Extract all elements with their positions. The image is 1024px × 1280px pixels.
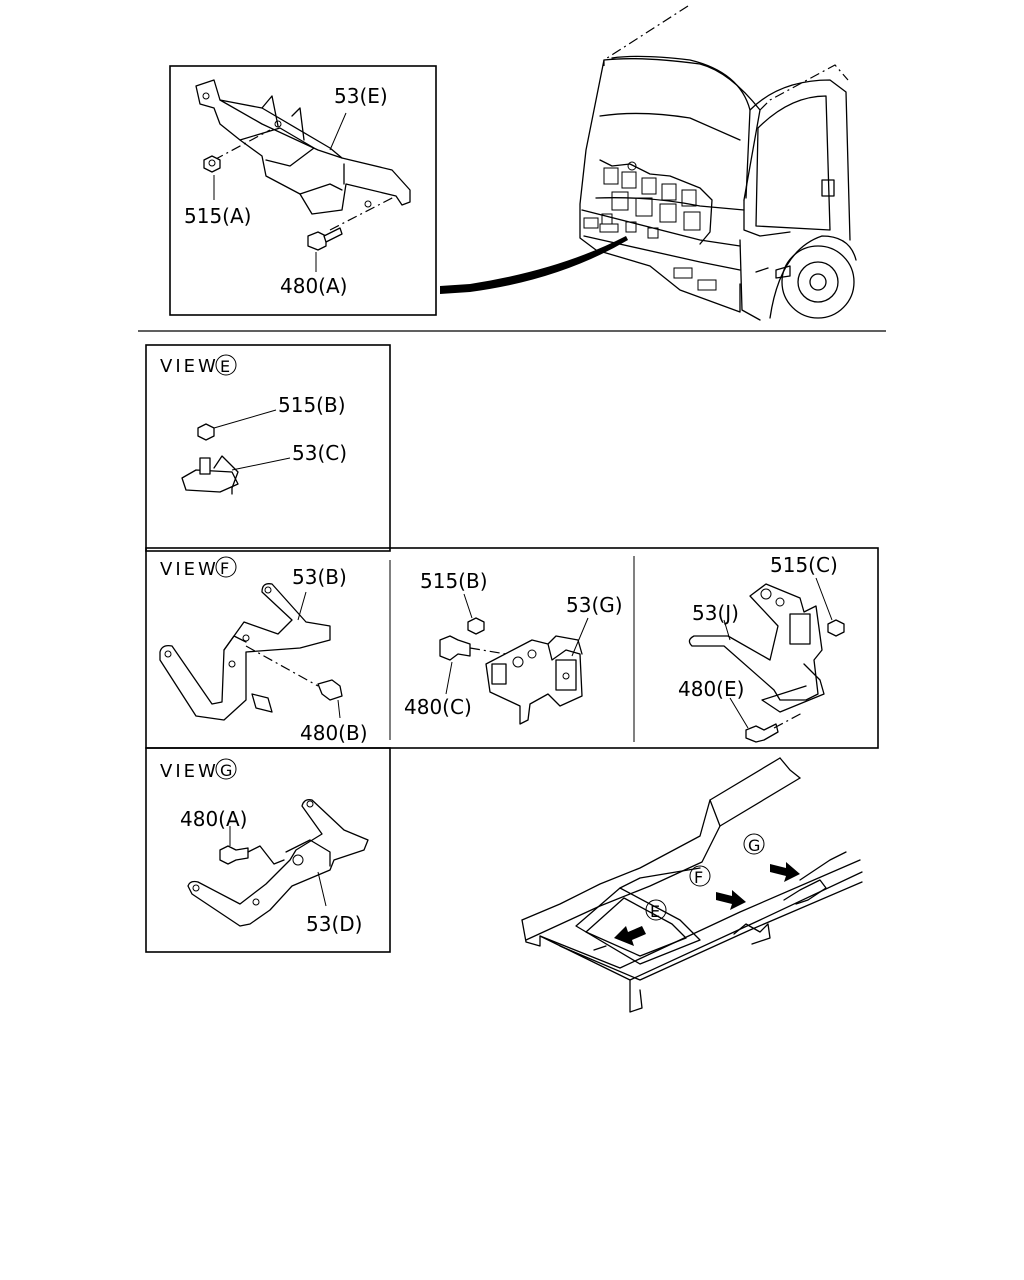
label-480a-g: 480(A) (180, 807, 247, 831)
view-e-circle (215, 354, 237, 376)
label-53c: 53(C) (292, 441, 347, 465)
label-480c: 480(C) (404, 695, 472, 719)
bracket-53e-drawing (195, 79, 411, 231)
marker-g: G (748, 836, 760, 855)
view-g-frame (145, 747, 391, 953)
view-f-panel: VIEW F 53(B) 480(B) (145, 547, 879, 749)
label-53d: 53(D) (306, 912, 362, 936)
bracket-53g-drawing (485, 635, 583, 725)
marker-f: F (694, 868, 703, 887)
bolt-480a-g-drawing (219, 845, 249, 865)
label-53e: 53(E) (334, 84, 388, 108)
view-e-frame (145, 344, 391, 552)
nut-515b-f-drawing (467, 617, 485, 635)
arrow-g (770, 862, 800, 882)
view-e-title-word: VIEW (160, 356, 219, 377)
callout-leader (440, 236, 628, 294)
marker-e-circle (645, 899, 667, 921)
bracket-53c-drawing (181, 469, 239, 493)
nut-515b-drawing (197, 423, 215, 441)
marker-e: E (650, 902, 660, 921)
bracket-53d-drawing (187, 798, 369, 927)
arrow-e (614, 926, 646, 946)
bracket-53b-drawing (159, 583, 331, 721)
view-f-title-word: VIEW (160, 559, 219, 580)
view-e-panel: VIEW E 515(B) 53(C) (145, 344, 391, 552)
bolt-480e-drawing (745, 723, 779, 743)
view-g-title-letter: G (220, 761, 232, 780)
nut-515c-drawing (827, 619, 845, 637)
label-515b-e: 515(B) (278, 393, 346, 417)
label-53j: 53(J) (692, 601, 739, 625)
bolt-480b-drawing (317, 679, 343, 701)
arrow-f (716, 890, 746, 910)
view-e-title-letter: E (220, 357, 230, 376)
nut-515a-drawing (203, 155, 221, 200)
label-480b: 480(B) (300, 721, 368, 745)
view-f-circle (215, 556, 237, 578)
label-515b-f: 515(B) (420, 569, 488, 593)
bolt-480a-drawing (307, 227, 343, 272)
bolt-480c-drawing (439, 635, 471, 661)
view-f-frame (145, 547, 879, 749)
label-515a: 515(A) (184, 204, 251, 228)
view-g-circle (215, 758, 237, 780)
front-detail-frame (169, 65, 437, 316)
truck-cab-drawing (579, 5, 857, 321)
label-53b: 53(B) (292, 565, 347, 589)
marker-g-circle (743, 833, 765, 855)
label-480a: 480(A) (280, 274, 347, 298)
view-g-panel: VIEW G 480(A) 53(D) (145, 747, 391, 953)
chassis-frame-drawing: E F G (521, 757, 863, 1013)
label-480e: 480(E) (678, 677, 744, 701)
view-g-title-word: VIEW (160, 761, 219, 782)
bracket-53j-drawing (688, 583, 825, 713)
label-53g: 53(G) (566, 593, 623, 617)
marker-f-circle (689, 865, 711, 887)
view-f-title-letter: F (220, 559, 229, 578)
label-515c: 515(C) (770, 553, 838, 577)
front-detail-panel: 53(E) 515(A) 480(A) (169, 65, 437, 316)
